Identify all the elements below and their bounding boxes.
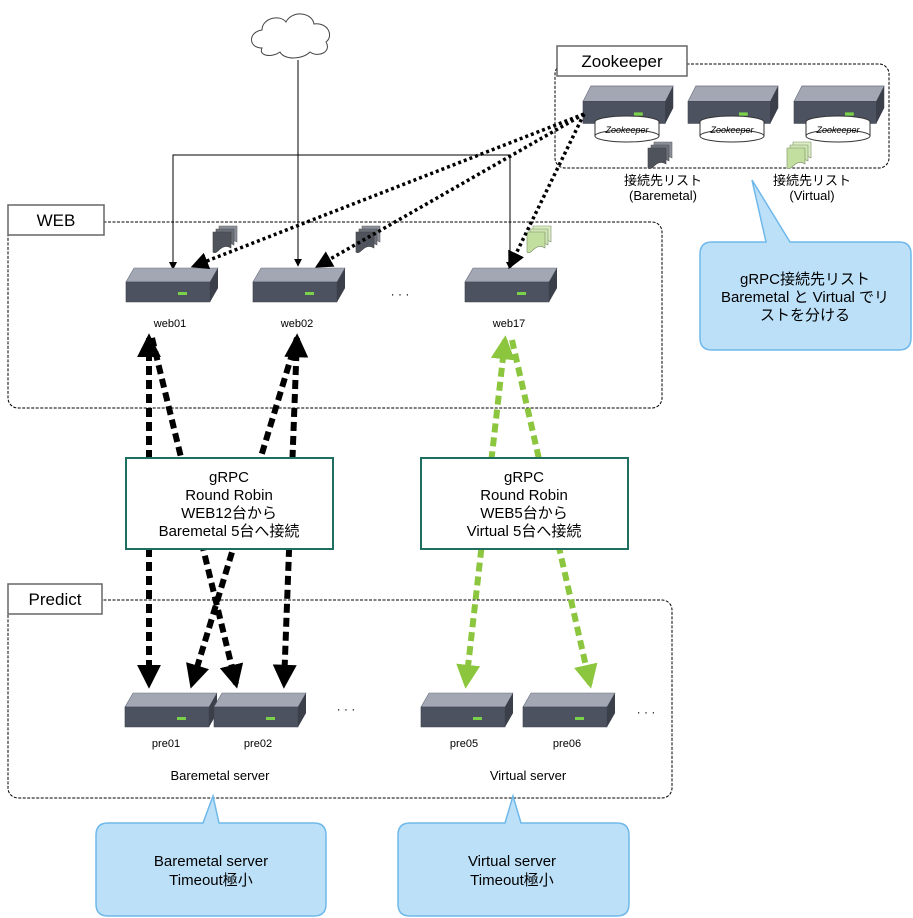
callout-line: gRPC接続先リスト: [740, 271, 870, 288]
web-ellipsis: · · ·: [391, 287, 410, 301]
server-label: pre01: [152, 738, 180, 750]
predict-server-pre05: pre05: [420, 692, 514, 750]
grpc-virtual-box: gRPC Round Robin WEB5台から Virtual 5台へ接続: [420, 457, 629, 550]
zookeeper-db-label: Zookeeper: [815, 125, 860, 135]
predict-ellipsis-baremetal: · · ·: [337, 702, 356, 716]
virtual-list-doc-icon: [786, 141, 812, 169]
virtual-list-label-1: 接続先リスト: [773, 173, 851, 188]
zookeeper-group: Zookeeper Zookeeper Zookeeper Zookeeper: [554, 45, 890, 169]
predict-group: Predict: [7, 583, 673, 799]
zookeeper-db-label: Zookeeper: [604, 125, 649, 135]
callout-line: Timeout極小: [169, 872, 253, 889]
web-title: WEB: [37, 211, 76, 230]
baremetal-list-label-2: (Baremetal): [629, 188, 697, 203]
grpc-box-line: WEB5台から: [480, 505, 568, 522]
callout-baremetal-timeout: Baremetal server Timeout極小: [95, 793, 327, 917]
grpc-box-line: Round Robin: [185, 487, 273, 504]
callout-line: Virtual server: [468, 853, 556, 870]
grpc-box-line: gRPC: [504, 469, 544, 486]
zookeeper-title-tab: [556, 45, 688, 77]
web02-list-doc-icon: [355, 225, 381, 253]
server-label: pre06: [553, 738, 581, 750]
zookeeper-node-3: Zookeeper: [793, 85, 885, 143]
zookeeper-db-label: Zookeeper: [709, 125, 754, 135]
predict-server-pre02: pre02: [213, 692, 307, 750]
grpc-box-line: gRPC: [209, 469, 249, 486]
zookeeper-title: Zookeeper: [581, 52, 663, 71]
predict-ellipsis-virtual: · · ·: [637, 705, 656, 719]
callout-virtual-timeout: Virtual server Timeout極小: [397, 793, 630, 917]
grpc-box-line: Baremetal 5台へ接続: [159, 523, 300, 540]
zookeeper-node-1: Zookeeper: [582, 85, 674, 143]
grpc-baremetal-box: gRPC Round Robin WEB12台から Baremetal 5台へ接…: [125, 457, 334, 550]
grpc-box-line: WEB12台から: [181, 505, 277, 522]
server-label: web17: [492, 318, 525, 330]
baremetal-list-label-1: 接続先リスト: [624, 173, 702, 188]
baremetal-server-group-label: Baremetal server: [171, 768, 271, 783]
server-label: web01: [153, 318, 186, 330]
predict-title-tab: [7, 583, 103, 615]
virtual-list-label-2: (Virtual): [789, 188, 834, 203]
web-server-web02: web02: [252, 267, 346, 330]
web-group: WEB: [7, 204, 663, 409]
server-label: pre02: [244, 738, 272, 750]
web-server-web17: web17: [464, 267, 558, 330]
baremetal-list-doc-icon: [647, 141, 673, 169]
internet-cloud-icon: [251, 13, 330, 59]
callout-grpc-list: gRPC接続先リスト Baremetal と Virtual でリ ストを分ける: [699, 179, 912, 351]
virtual-server-group-label: Virtual server: [490, 768, 567, 783]
predict-title: Predict: [29, 590, 82, 609]
grpc-box-line: Virtual 5台へ接続: [467, 523, 582, 540]
web01-list-doc-icon: [212, 225, 238, 253]
server-label: web02: [280, 318, 313, 330]
web-server-web01: web01: [125, 267, 219, 330]
callout-line: Baremetal と Virtual でリ: [721, 289, 889, 306]
zookeeper-node-2: Zookeeper: [687, 85, 779, 143]
web-title-tab: [7, 204, 105, 236]
web17-list-doc-icon: [526, 225, 552, 253]
callout-line: Baremetal server: [154, 853, 268, 870]
predict-server-pre01: pre01: [124, 692, 218, 750]
callout-line: ストを分ける: [760, 307, 850, 324]
grpc-box-line: Round Robin: [480, 487, 568, 504]
callout-line: Timeout極小: [470, 872, 554, 889]
zookeeper-sync-links: [190, 112, 586, 270]
server-label: pre05: [450, 738, 478, 750]
predict-server-pre06: pre06: [522, 692, 616, 750]
